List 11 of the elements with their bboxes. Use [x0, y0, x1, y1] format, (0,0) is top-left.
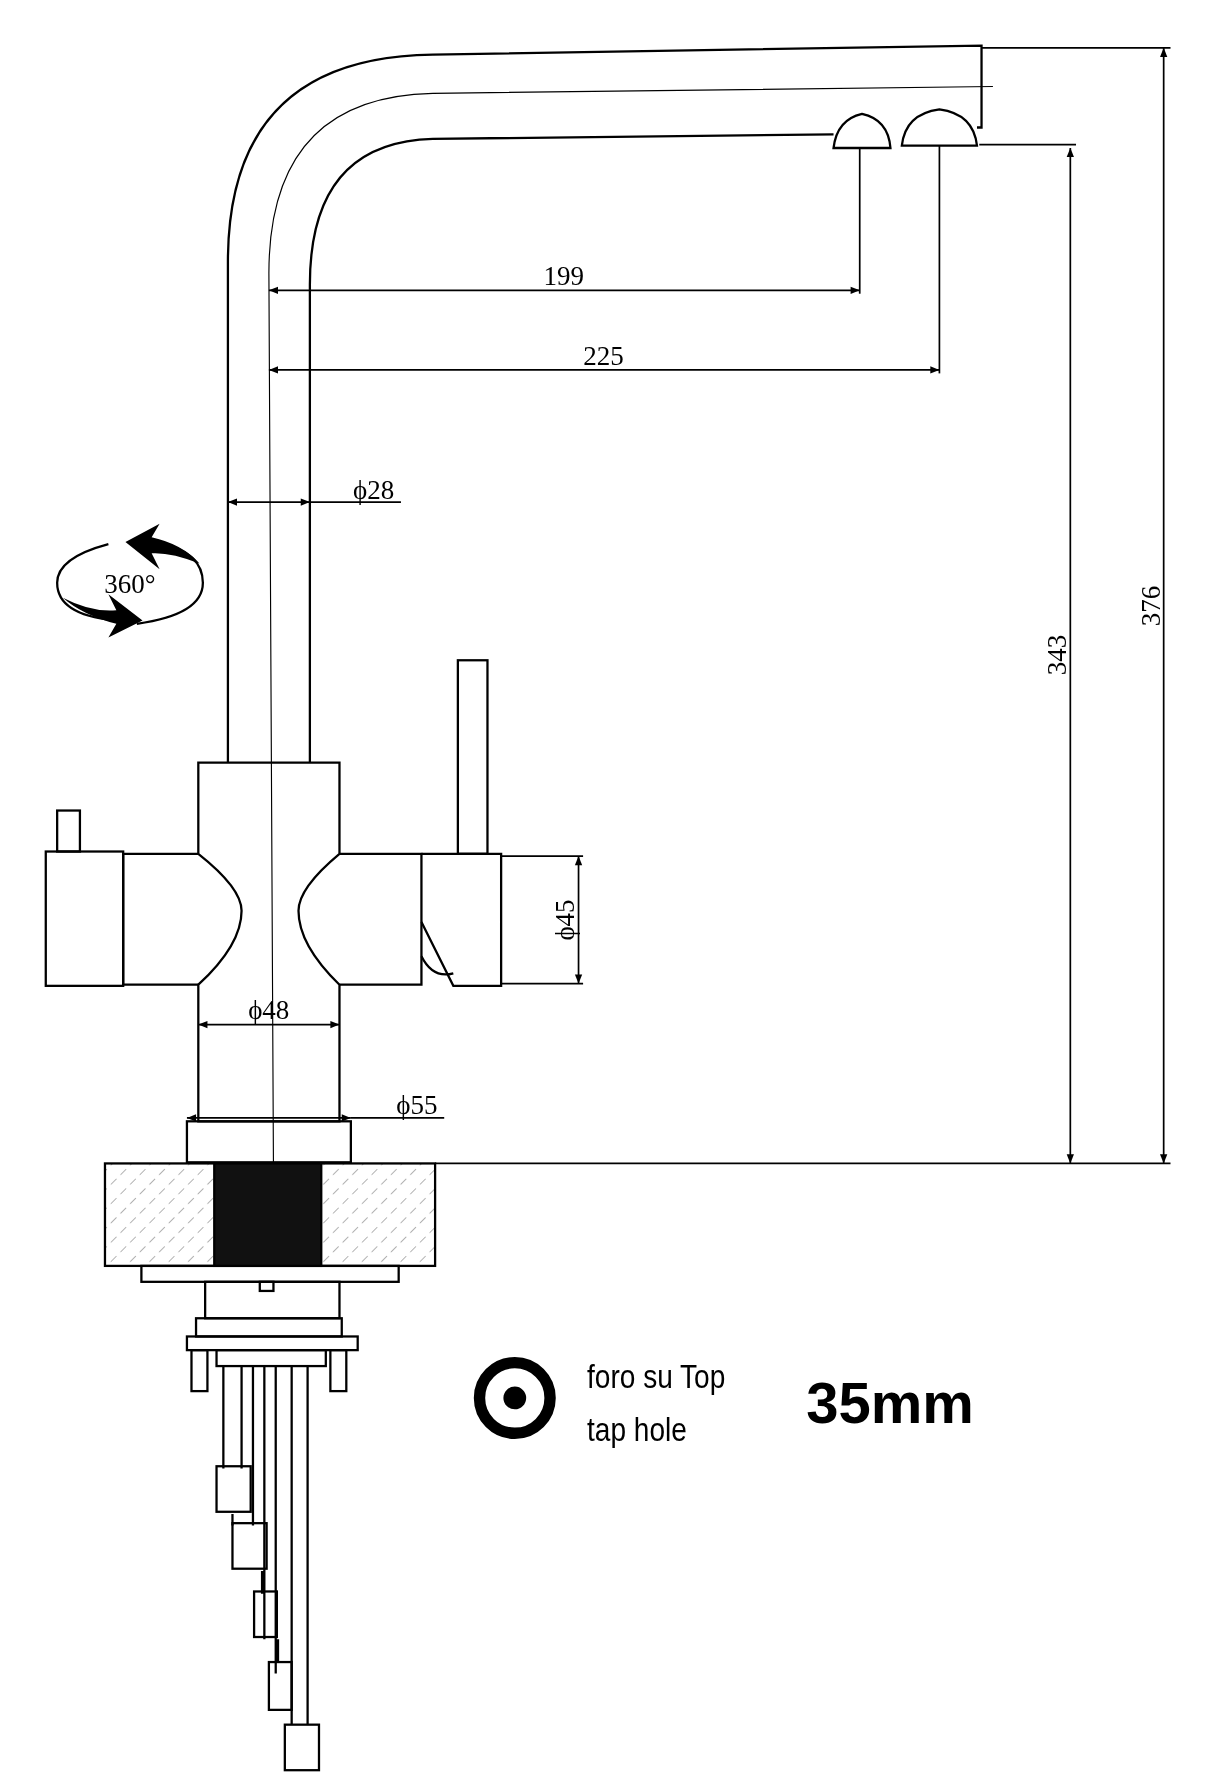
note-text: tap hole: [586, 1412, 687, 1446]
note-text: foro su Top: [586, 1359, 725, 1393]
dimension-label: 225: [583, 342, 624, 370]
dimension-label: ϕ45: [551, 899, 579, 941]
dimension-label: 343: [1043, 634, 1071, 676]
dimension-label: ϕ28: [352, 476, 395, 504]
dimension-label: 199: [543, 262, 584, 290]
angle-label: 360°: [104, 570, 156, 598]
dimension-label: 376: [1137, 585, 1165, 627]
hole-size-label: 35mm: [806, 1374, 974, 1433]
dimension-label: ϕ55: [396, 1091, 438, 1119]
